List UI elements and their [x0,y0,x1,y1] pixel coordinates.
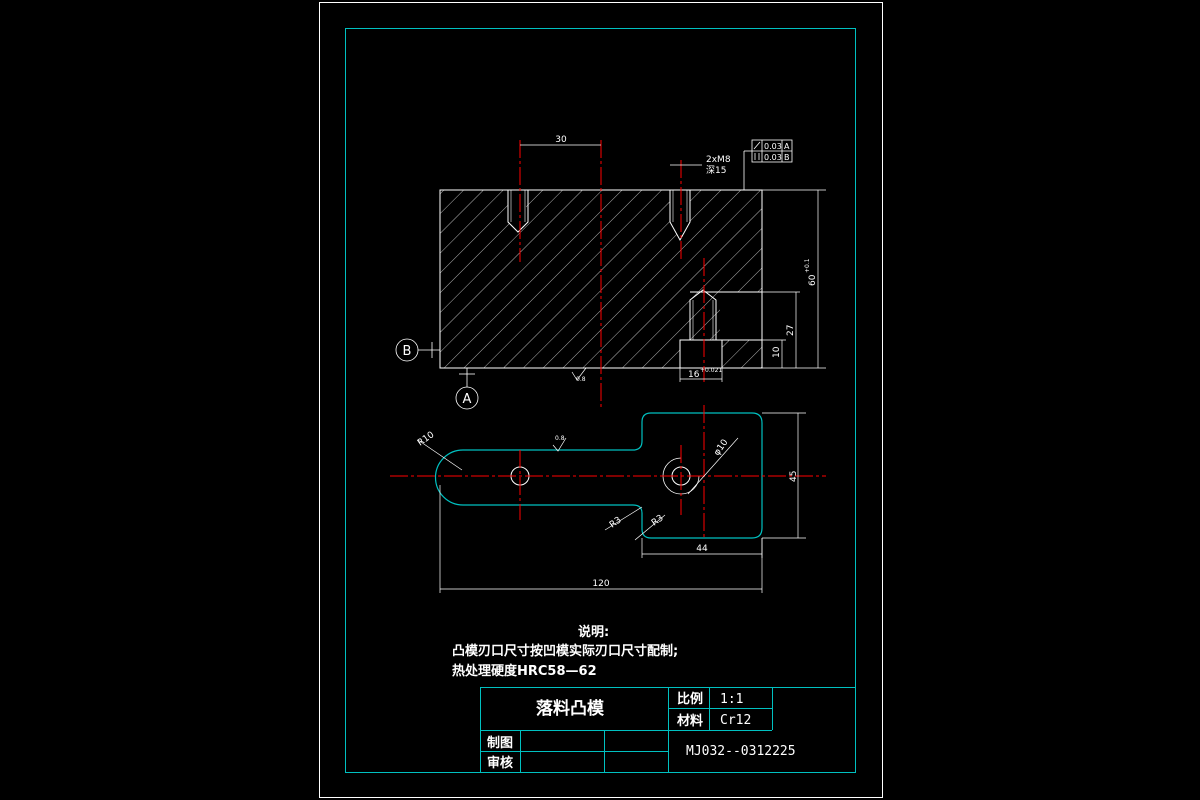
tol-value-2: 0.03 [764,153,782,162]
dim-10: 10 [772,346,782,358]
roughness-2: 0.8 [555,435,565,442]
datum-b-label: B [403,344,412,359]
thread-hole-left [507,190,529,233]
tol-datum-2: B [784,153,790,162]
thread-hole-right [669,190,691,242]
title-block: 落料凸模 比例 1:1 材料 Cr12 制图 审核 MJ032--0312225 [480,687,856,773]
dim-60-tol: +0.1 [804,258,811,273]
thread-arc [662,457,700,495]
counterbore [679,339,723,369]
notes-heading: 说明: [578,624,609,640]
dim-27: 27 [786,325,796,336]
dim-60: 60 [808,274,818,286]
roughness-symbol [571,367,587,381]
punch-outline [434,412,763,539]
dim-45: 45 [789,471,799,482]
dim-44: 44 [696,544,708,554]
drawing-number: MJ032--0312225 [686,744,796,759]
datum-b-circle [395,338,419,362]
sheet-frame [319,2,883,798]
dim-dia10: φ10 [712,438,730,458]
technical-notes: 说明: 凸模刃口尺寸按凹模实际刃口尺寸配制; 热处理硬度HRC58—62 [452,624,678,679]
material-label: 材料 [677,713,703,729]
tolerance-frame: 0.03 A 0.03 B [743,139,793,190]
top-view: R10 φ10 0.8 R3 R3 45 44 120 [390,405,826,593]
scale-label: 比例 [677,691,703,707]
front-section-view: 30 2xM8 深15 0.03 A 0.03 B 60 +0.1 2 [395,135,826,410]
dim-thread: 2xM8 [706,155,731,165]
drawn-by-label: 制图 [487,735,513,751]
dim-30: 30 [555,135,567,145]
tol-value-1: 0.03 [764,142,782,151]
lower-hole [689,289,717,340]
dim-16: 16 [688,370,700,380]
dim-r3-b: R3 [650,513,666,528]
part-title: 落料凸模 [536,698,605,719]
notes-line-1: 凸模刃口尺寸按凹模实际刃口尺寸配制; [452,643,678,659]
datum-a-label: A [463,392,472,407]
scale-value: 1:1 [720,692,743,707]
material-value: Cr12 [720,713,751,728]
checked-by-label: 审核 [487,755,513,771]
dim-r3-a: R3 [608,515,624,530]
tol-datum-1: A [784,142,790,151]
dim-16-tol: +0.021 [700,367,722,374]
roughness-1: 0.8 [576,376,586,383]
dim-thread-depth: 深15 [706,165,726,176]
datum-a-circle [455,386,479,410]
notes-line-2: 热处理硬度HRC58—62 [452,663,597,679]
dim-120: 120 [592,579,609,589]
